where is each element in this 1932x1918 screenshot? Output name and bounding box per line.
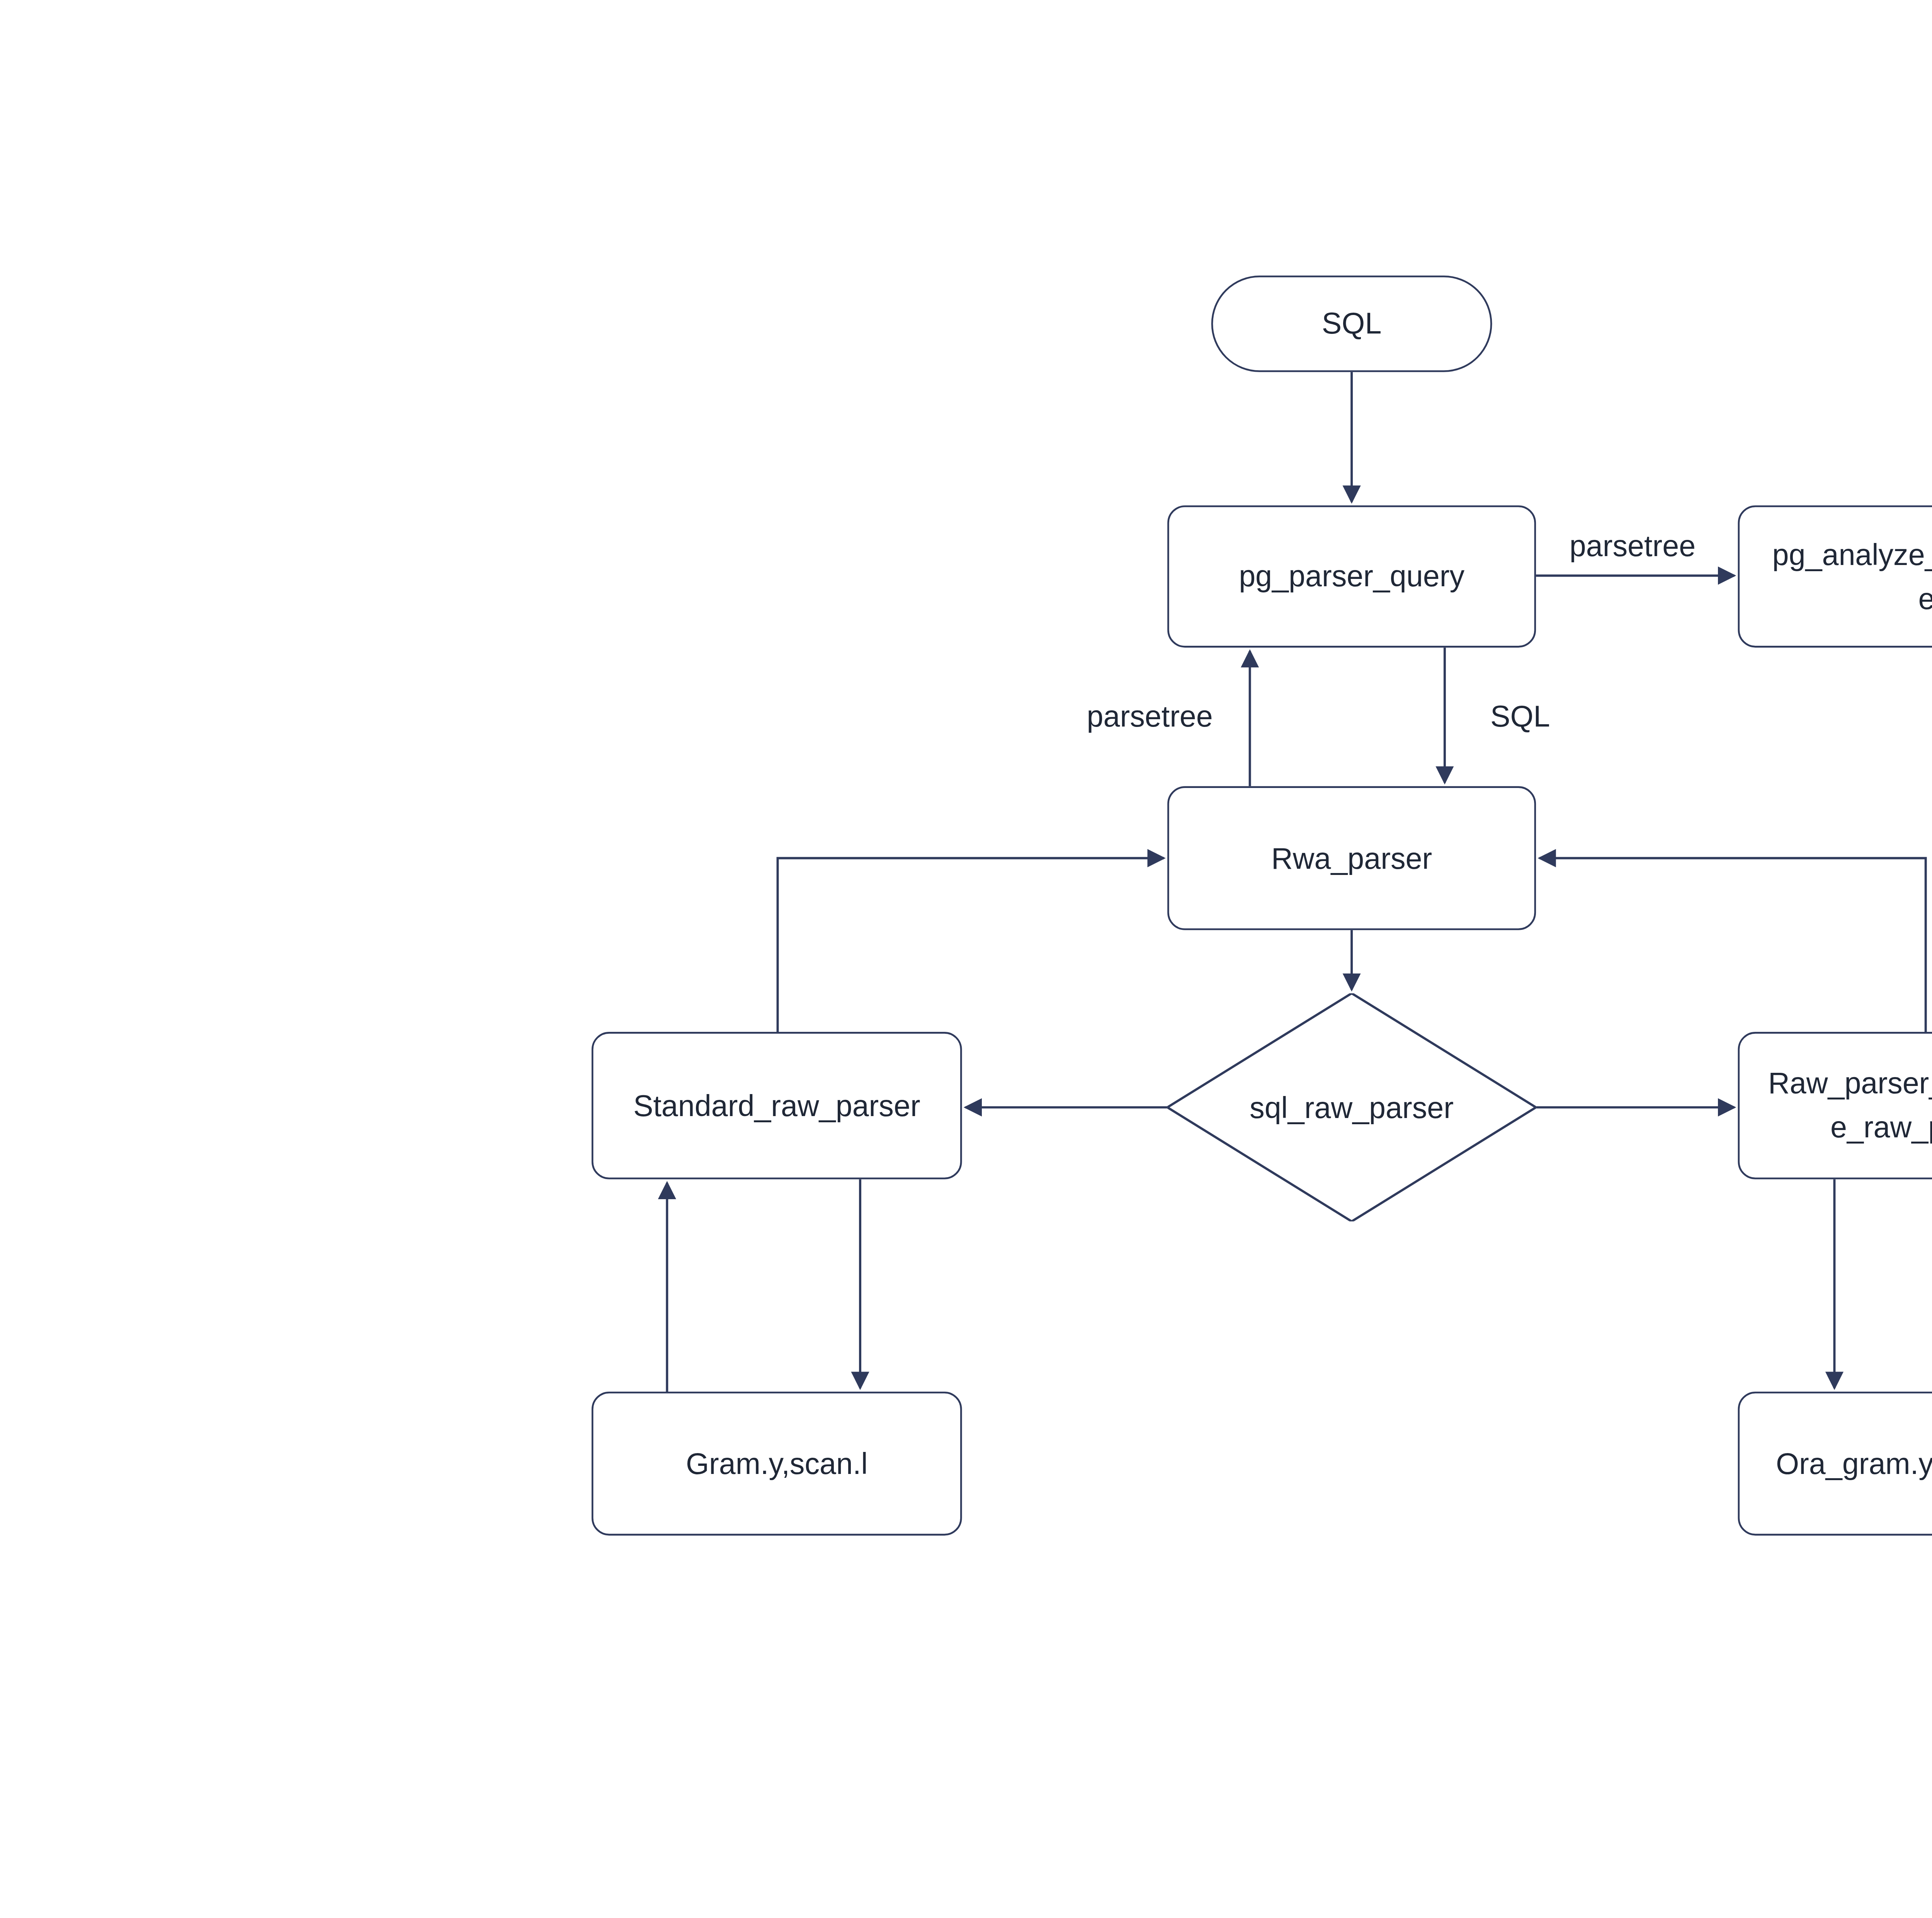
node-standard-raw-parser: Standard_raw_parser — [592, 1032, 962, 1179]
node-pg-analyze-and-rewrite: pg_analyze_and_rewrite — [1738, 505, 1932, 648]
node-raw-parser-hook: Raw_parser_hook(oracle_raw_parser) — [1738, 1032, 1932, 1179]
node-pg-parser-query: pg_parser_query — [1167, 505, 1536, 648]
node-sql-raw-parser-label: sql_raw_parser — [1250, 1086, 1454, 1130]
edge-label-parsetree-top: parsetree — [1570, 530, 1696, 565]
node-sql-raw-parser: sql_raw_parser — [1167, 993, 1536, 1221]
node-ora-gram-y-ora-scan-l: Ora_gram.y,ora_scan.l — [1738, 1392, 1932, 1535]
edge-raw-parser-hook-to-rwa-parser — [1539, 858, 1925, 1032]
node-gram-y-scan-l: Gram.y,scan.l — [592, 1392, 962, 1535]
edge-label-sql: SQL — [1490, 700, 1550, 735]
node-rwa-parser: Rwa_parser — [1167, 786, 1536, 930]
node-sql: SQL — [1211, 276, 1492, 372]
edge-standard-raw-parser-to-rwa-parser — [778, 858, 1164, 1032]
edge-label-parsetree-left: parsetree — [1087, 700, 1213, 735]
